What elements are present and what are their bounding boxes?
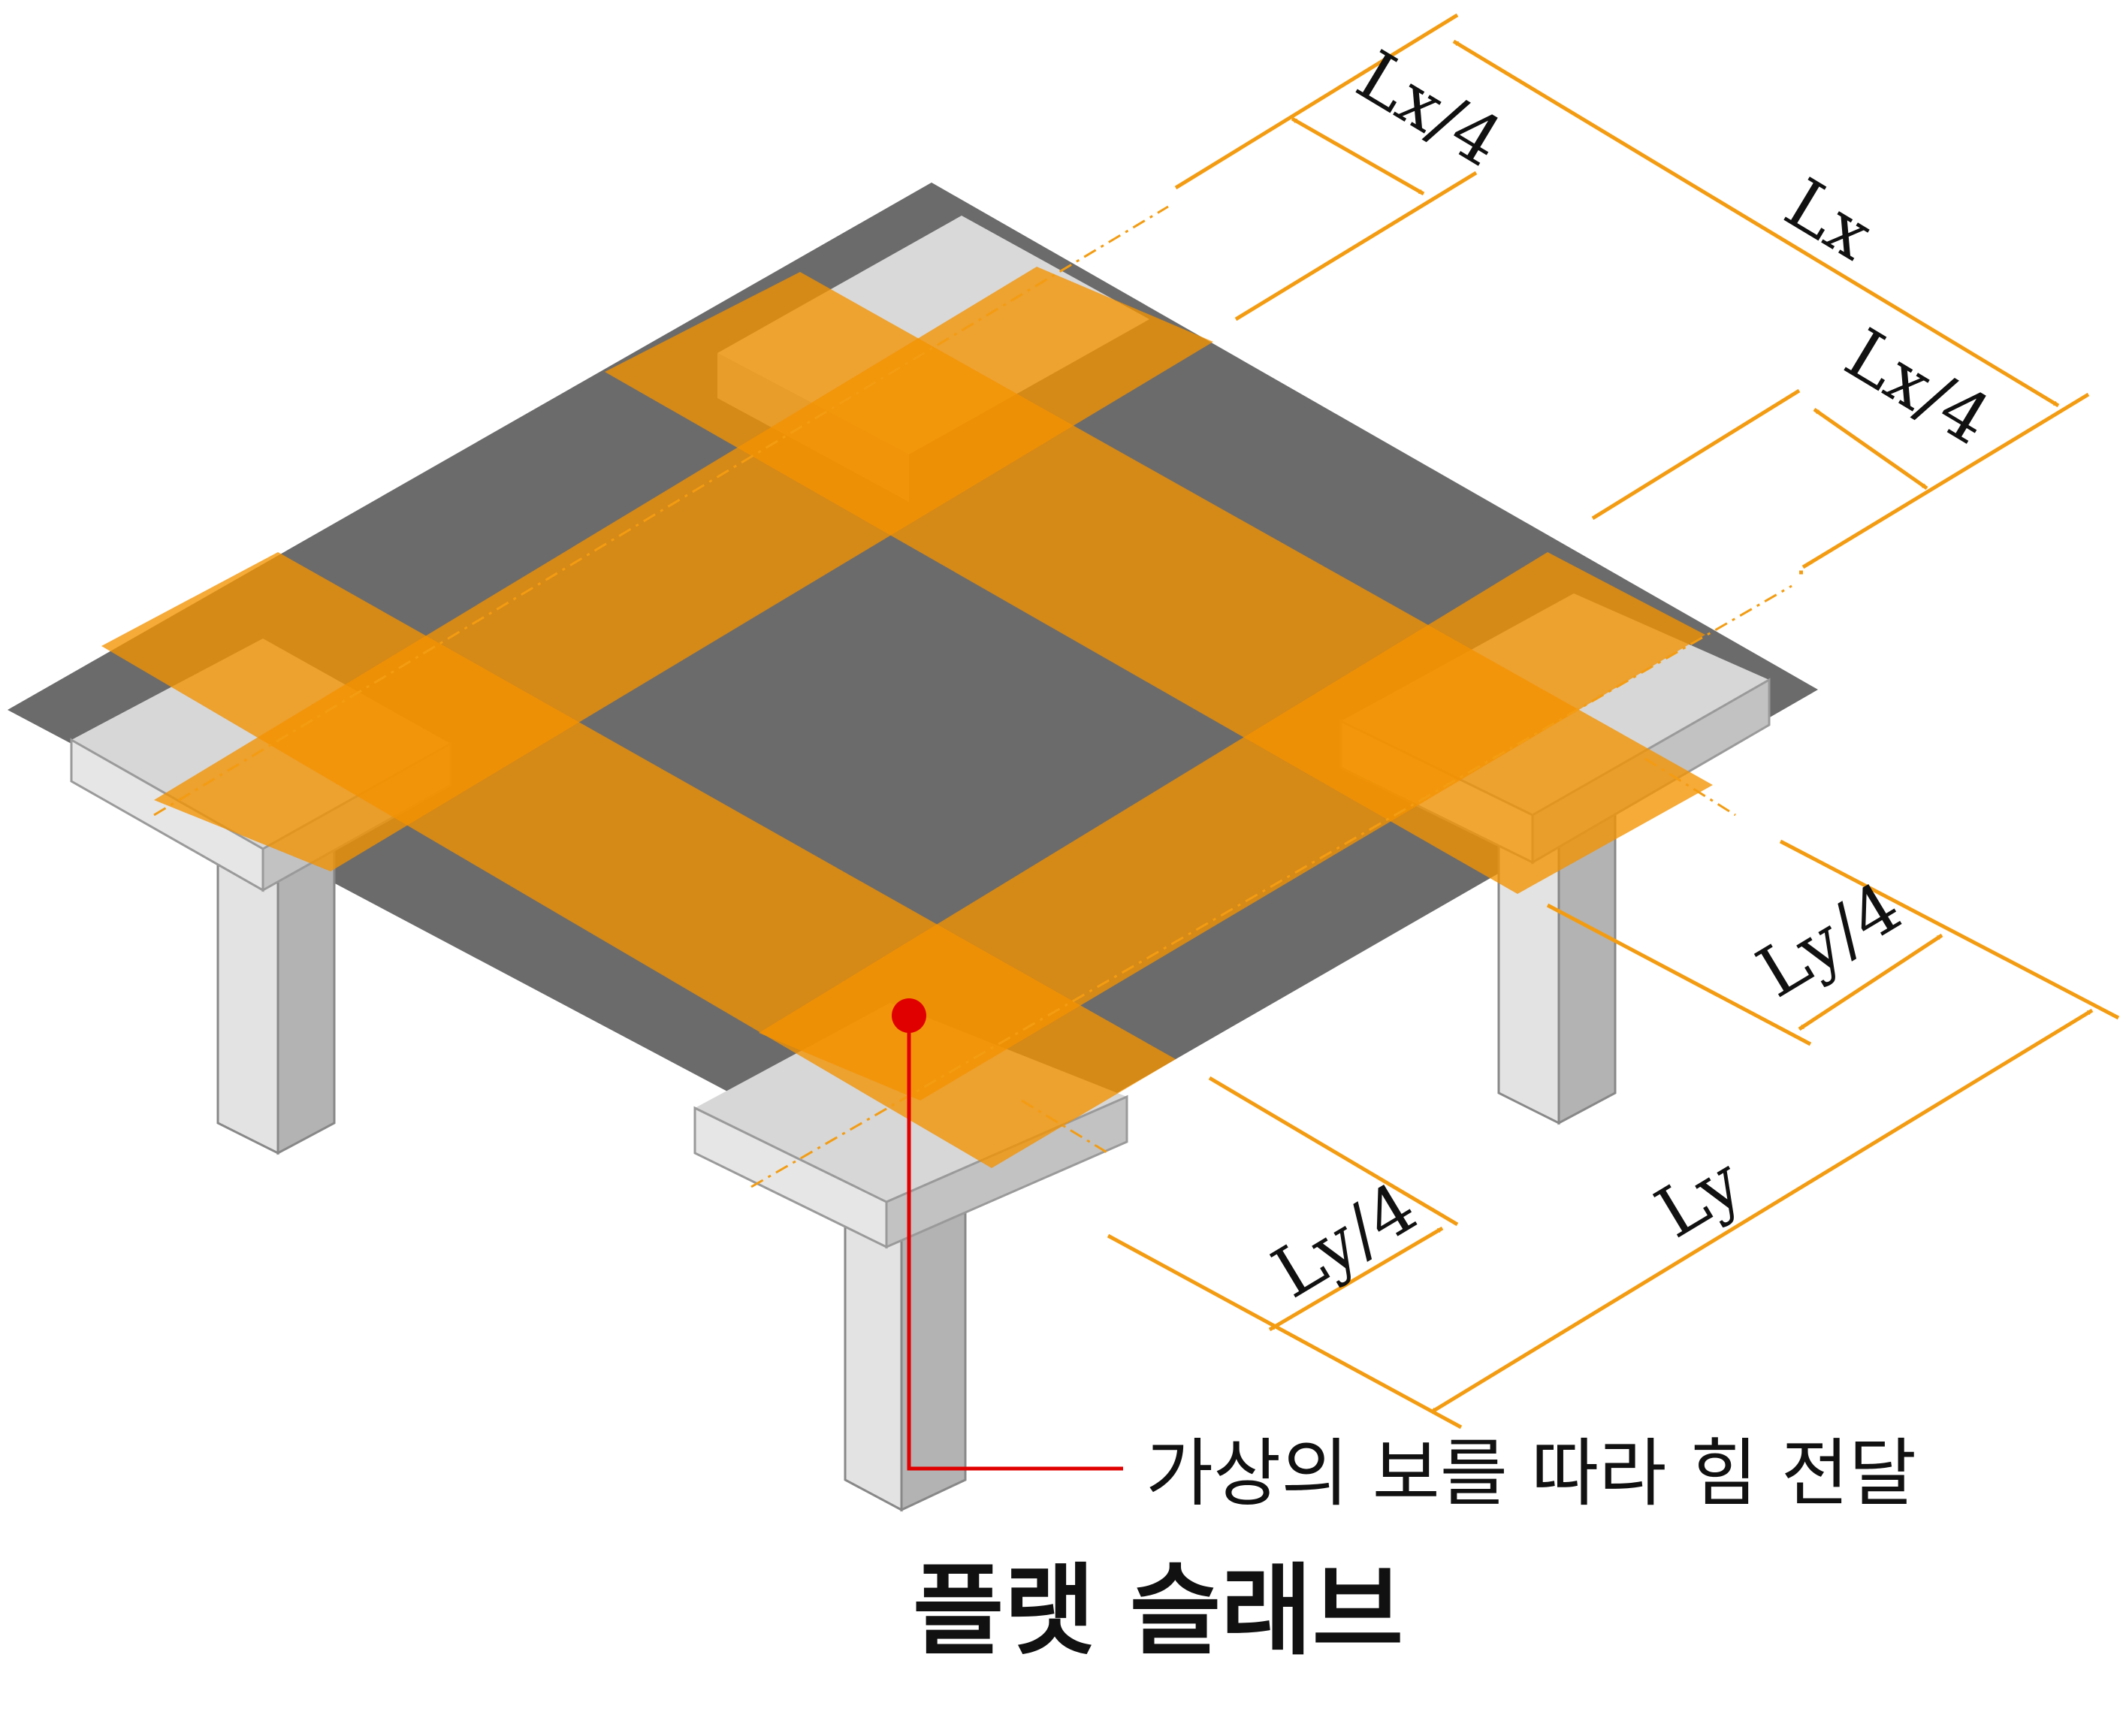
column-strip-diagonal-d [759,552,1705,1100]
slab [8,183,1818,1200]
annotation-force-transfer: 가상의 보를 따라 힘 전달 [1146,1431,1916,1517]
dimension-ly-quarter-front [1208,1076,1459,1332]
dimension-lx-quarter-lower [1591,388,1928,575]
dimension-lx-quarter-upper [1234,116,1478,322]
dimension-ly-quarter-right [1546,903,1943,1046]
diagram-title: 플랫 슬래브 [913,1553,1403,1669]
label-lx: Lx [1772,163,1886,276]
label-ly: Ly [1642,1142,1756,1254]
column-left [216,809,336,1155]
column-strip-diagonal-c [154,267,1213,871]
label-ly-quarter-front: Ly/4 [1259,1167,1430,1314]
dimension-ly [1107,839,2120,1430]
label-ly-quarter-right: Ly/4 [1744,867,1914,1013]
dimension-lx [1174,13,2090,569]
force-marker [892,998,1123,1471]
strip-centerlines [153,205,1792,1188]
label-lx-quarter-upper: Lx/4 [1344,35,1516,183]
